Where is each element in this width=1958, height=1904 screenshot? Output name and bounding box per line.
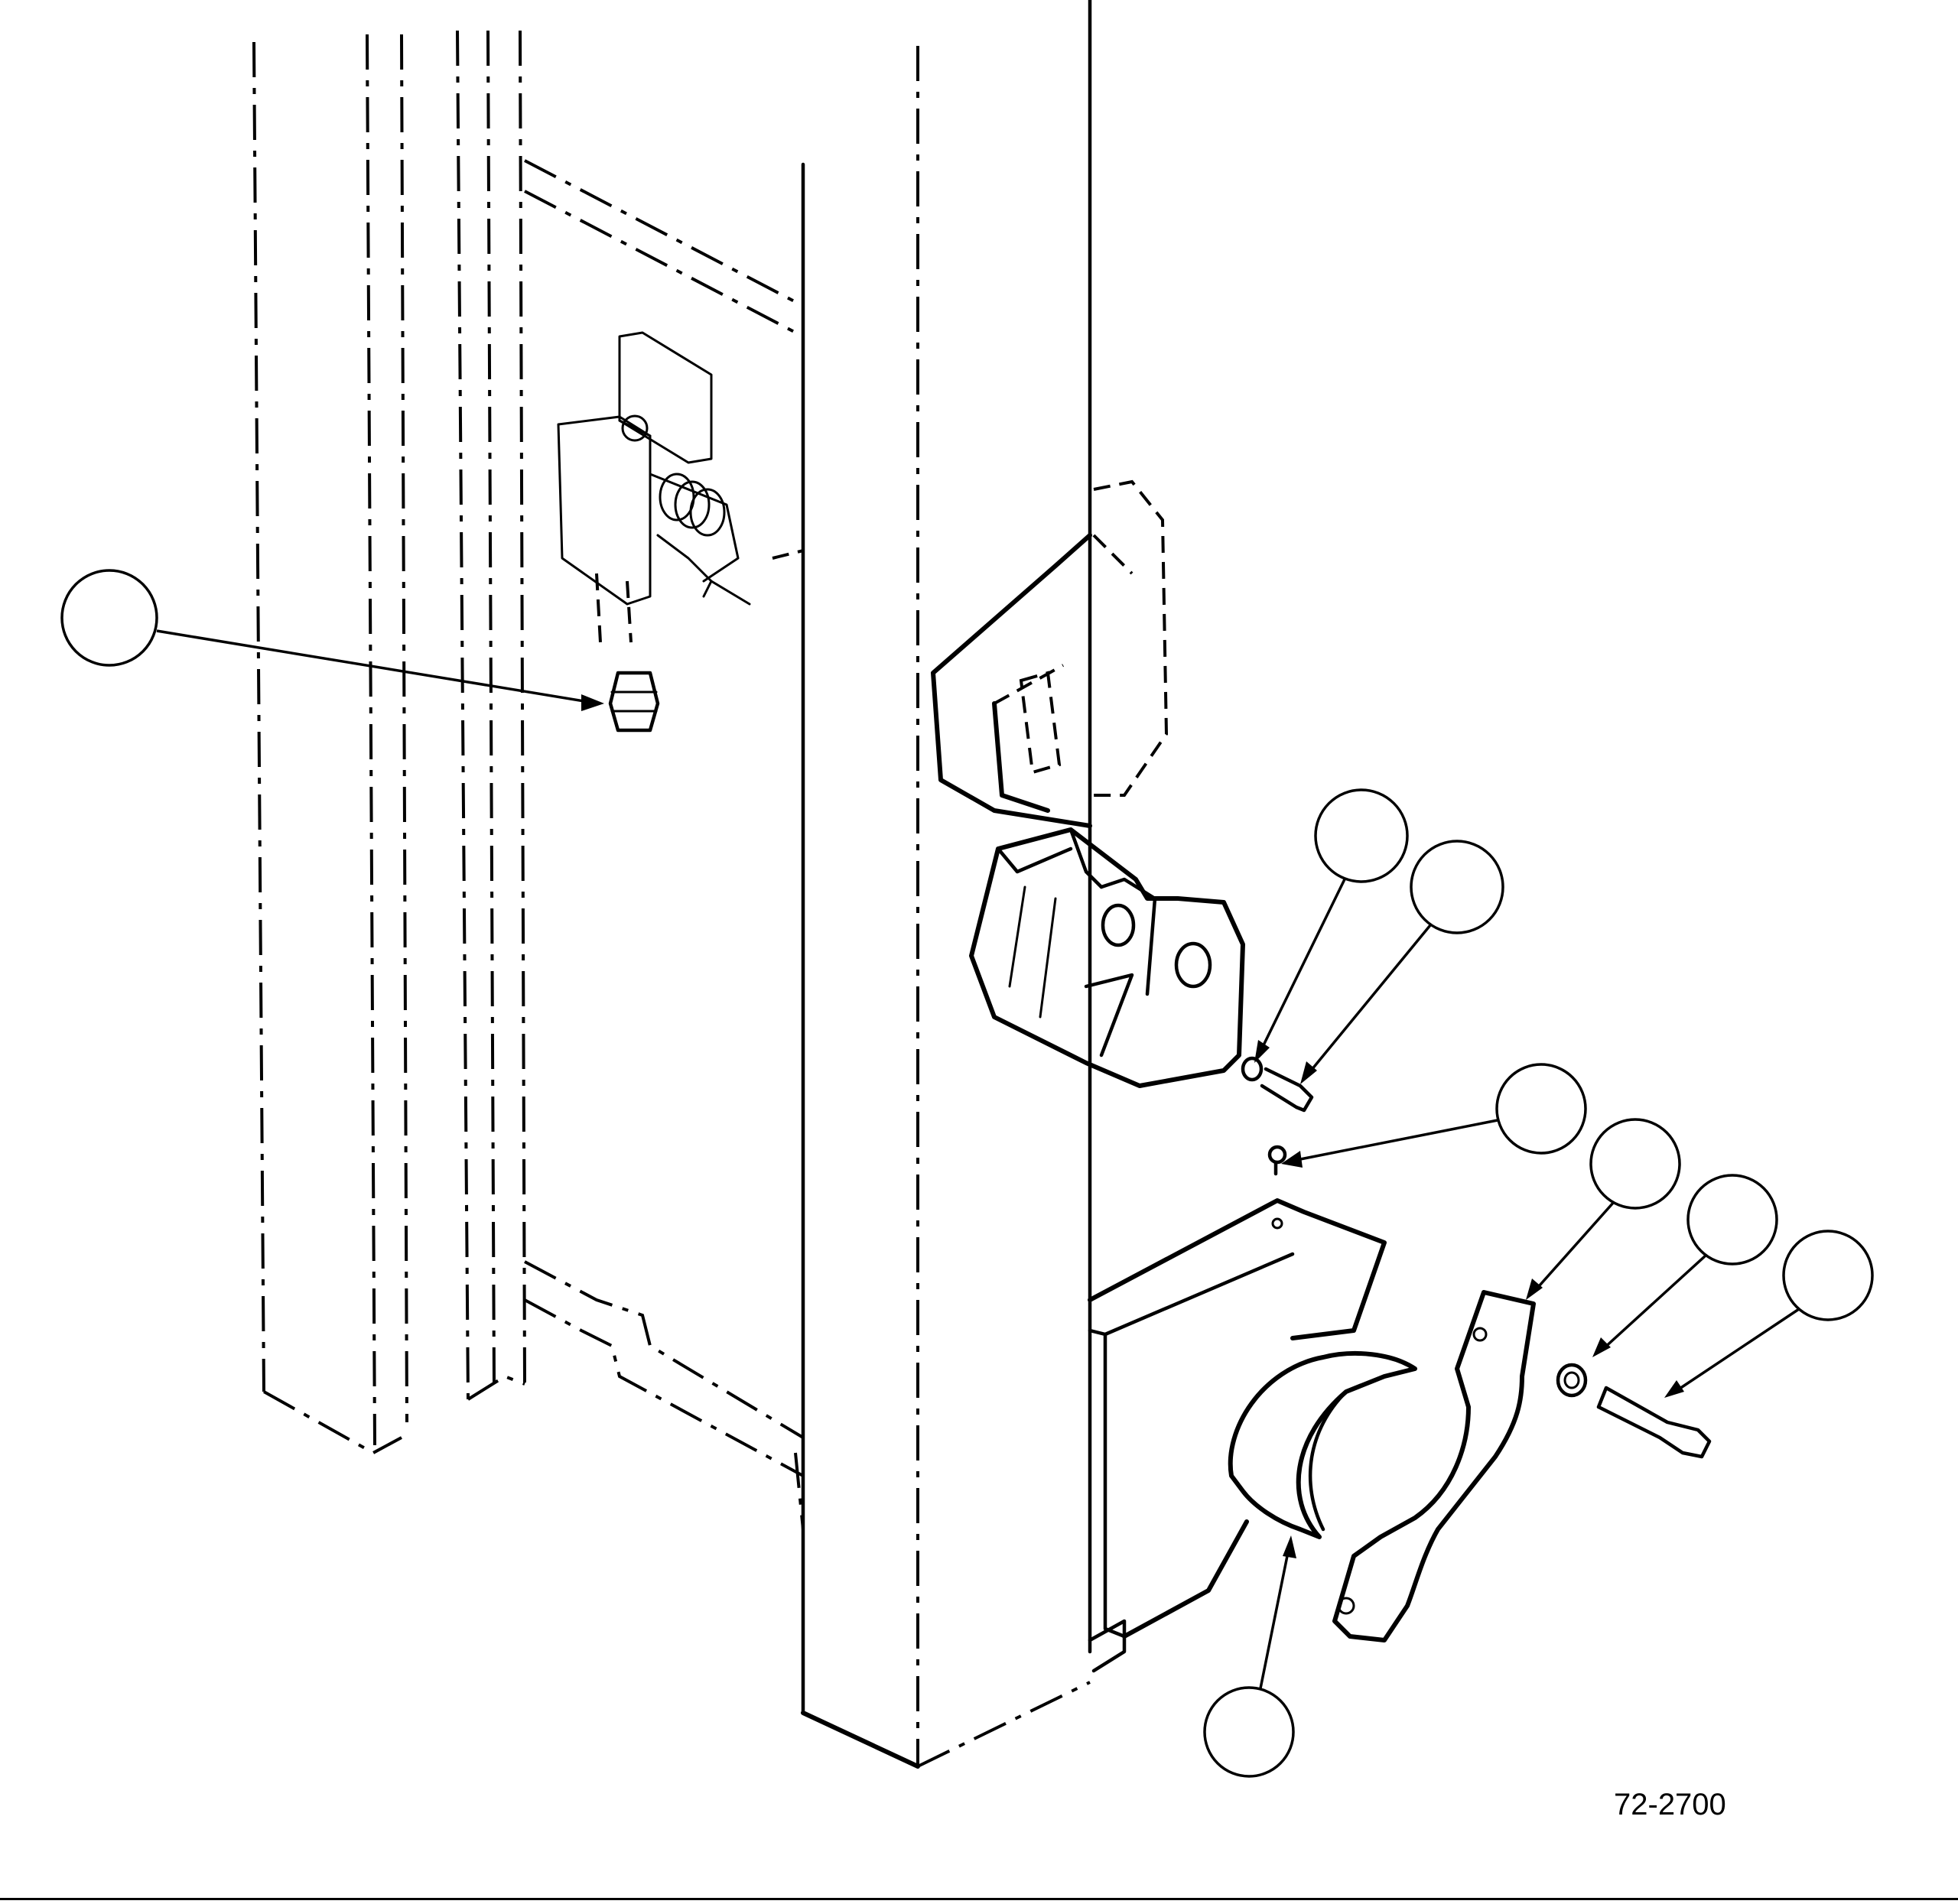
bottom-rule	[0, 1898, 1958, 1900]
mounted-bracket	[931, 479, 1169, 828]
callout-1	[60, 569, 604, 711]
pin-block	[557, 331, 805, 643]
washer-and-screw-upper	[1241, 1056, 1314, 1113]
exploded-bracket	[969, 827, 1245, 1088]
callout-6	[1592, 1174, 1778, 1357]
grease-fitting	[608, 671, 660, 733]
callout-8	[1203, 1535, 1296, 1778]
callout-3	[1300, 840, 1504, 1084]
callout-7	[1664, 1230, 1874, 1398]
lower-guard-plate	[1088, 1198, 1387, 1639]
main-mast-upright	[801, 0, 1127, 1769]
left-mast-channel	[252, 30, 526, 1455]
callout-5	[1526, 1118, 1681, 1300]
callout-2	[1254, 788, 1409, 1063]
carriage-plate	[524, 159, 805, 1530]
washer-and-bolt-lower	[1556, 1363, 1712, 1459]
clamp-half-right	[1332, 1290, 1536, 1642]
clamp-half-left	[1228, 1351, 1417, 1539]
small-pin	[1267, 1145, 1287, 1176]
figure-number: 72-2700	[1614, 1788, 1726, 1821]
callout-4	[1281, 1063, 1587, 1168]
callouts	[60, 569, 1874, 1778]
